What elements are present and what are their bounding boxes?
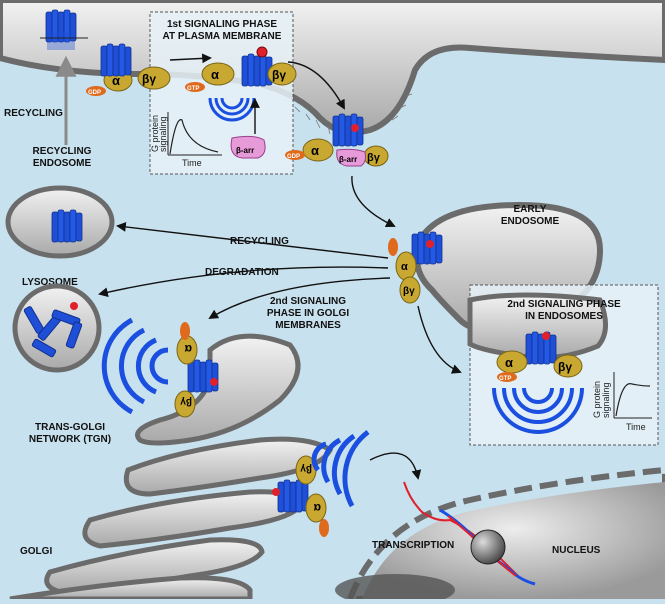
lysosome — [12, 283, 102, 373]
transcription-label: TRANSCRIPTION — [372, 540, 454, 551]
golgi-signal-waves — [311, 430, 370, 508]
tgn-label-2: NETWORK (TGN) — [29, 434, 111, 445]
phase2-golgi-label-3: MEMBRANES — [275, 320, 341, 331]
svg-text:β-arr: β-arr — [339, 155, 357, 164]
phase2-golgi-label-1: 2nd SIGNALING — [270, 296, 346, 307]
svg-text:GTP: GTP — [499, 376, 511, 382]
phase2-x-label: Time — [626, 422, 646, 432]
recycling-mid-label: RECYCLING — [230, 236, 289, 247]
receptor-golgi — [277, 479, 309, 513]
nucleus-label: NUCLEUS — [552, 545, 601, 556]
svg-text:α: α — [505, 355, 513, 370]
phase2-y-label-1: G protein — [592, 381, 602, 418]
recycling-endosome-label-2: ENDOSOME — [33, 158, 92, 169]
tgn-signal-waves — [101, 317, 169, 415]
svg-text:GTP: GTP — [187, 86, 199, 92]
phase2-y-label-2: signaling — [601, 382, 611, 418]
plasma-membrane — [0, 0, 665, 136]
receptor-early-endosome — [411, 231, 443, 265]
svg-text:GDP: GDP — [88, 90, 101, 96]
phase1-box — [149, 11, 294, 175]
degraded-receptor — [23, 306, 83, 358]
tgn-label-1: TRANS-GOLGI — [35, 422, 105, 433]
svg-text:βγ: βγ — [558, 360, 572, 374]
svg-text:βγ: βγ — [142, 72, 156, 86]
phase1-y-label-1: G protein — [150, 115, 160, 152]
receptor-internalizing — [332, 113, 364, 147]
svg-text:α: α — [311, 143, 319, 158]
recycling-endosome-label-1: RECYCLING — [33, 146, 92, 157]
lysosome-label: LYSOSOME — [22, 277, 78, 288]
beta-arrestin-pm: β-arr — [230, 135, 266, 159]
phase1-y-label-2: signaling — [158, 116, 168, 152]
svg-text:βγ: βγ — [272, 68, 286, 82]
degradation-label: DEGRADATION — [205, 267, 279, 278]
svg-text:α: α — [401, 261, 408, 273]
svg-text:α: α — [211, 67, 219, 82]
nucleus-envelope — [345, 466, 665, 602]
phase1-signaling-plot: G protein signaling Time — [150, 112, 222, 168]
receptor-tgn — [187, 359, 219, 393]
svg-text:α: α — [184, 342, 192, 356]
svg-text:βγ: βγ — [367, 152, 381, 164]
svg-text:α: α — [112, 73, 120, 88]
phase1-x-label: Time — [182, 158, 202, 168]
phase1-title-line1: 1st SIGNALING PHASE — [167, 19, 277, 30]
g-protein-complex-active: α GTP βγ — [185, 62, 297, 92]
phase2-endosome-waves — [492, 387, 584, 434]
svg-text:β-arr: β-arr — [236, 146, 254, 155]
phase2-golgi-label-2: PHASE IN GOLGI — [267, 308, 349, 319]
receptor-active-pm — [241, 53, 273, 87]
recycling-top-label: RECYCLING — [4, 108, 63, 119]
svg-text:α: α — [313, 501, 321, 515]
transcription-complex — [403, 481, 536, 586]
svg-text:βγ: βγ — [180, 396, 192, 407]
nucleus — [362, 482, 665, 599]
early-endosome-label-2: ENDOSOME — [501, 216, 560, 227]
golgi-label: GOLGI — [20, 546, 52, 557]
svg-text:βγ: βγ — [300, 463, 312, 474]
phase2-signaling-plot: G protein signaling Time — [592, 372, 652, 432]
receptor-endosome-signaling — [525, 331, 557, 365]
svg-text:βγ: βγ — [403, 286, 415, 297]
phase2-endo-label-2: IN ENDOSOMES — [525, 311, 603, 322]
svg-text:GDP: GDP — [287, 154, 300, 160]
phase2-endo-label-1: 2nd SIGNALING PHASE — [507, 299, 621, 310]
early-endosome-label-1: EARLY — [514, 204, 547, 215]
phase1-title-line2: AT PLASMA MEMBRANE — [163, 31, 282, 42]
